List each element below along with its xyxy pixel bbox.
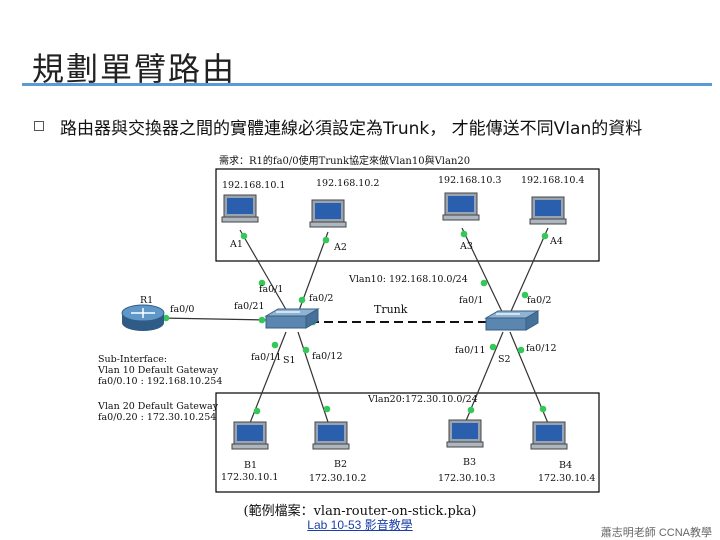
- pc-b1-icon[interactable]: [231, 421, 269, 450]
- sub-interface-line-2: fa0/0.10 : 192.168.10.254: [98, 376, 222, 387]
- host-a2-name: A2: [333, 242, 347, 253]
- link-s1-b2: [297, 331, 331, 429]
- pc-a4-icon[interactable]: [529, 196, 567, 225]
- s1-port-fa0-2: fa0/2: [309, 293, 333, 304]
- link-s1-b1: [247, 331, 287, 429]
- host-b4-ip: 172.30.10.4: [538, 473, 595, 484]
- router-icon[interactable]: [121, 304, 165, 331]
- pc-a3-icon[interactable]: [442, 192, 480, 221]
- s2-port-fa0-11: fa0/11: [455, 345, 486, 356]
- host-a3-name: A3: [459, 241, 473, 252]
- pc-b2-icon[interactable]: [312, 421, 350, 450]
- trunk-label: Trunk: [374, 303, 408, 316]
- example-file-caption: (範例檔案：vlan-router-on-stick.pka): [243, 504, 477, 519]
- host-b2-name: B2: [334, 459, 347, 470]
- sub-interface-line-3: Vlan 20 Default Gateway: [97, 401, 219, 412]
- host-b2-ip: 172.30.10.2: [309, 473, 366, 484]
- link-r1-s1: [159, 317, 269, 321]
- switch-s1-name: S1: [283, 355, 296, 366]
- s1-port-fa0-21: fa0/21: [234, 301, 265, 312]
- host-a4-ip: 192.168.10.4: [521, 175, 584, 186]
- host-b4-name: B4: [559, 460, 572, 471]
- router-name: R1: [140, 295, 153, 306]
- host-a3-ip: 192.168.10.3: [438, 175, 501, 186]
- host-b3-ip: 172.30.10.3: [438, 473, 495, 484]
- s1-port-fa0-11: fa0/11: [251, 352, 282, 363]
- pc-b4-icon[interactable]: [530, 421, 568, 450]
- links: [159, 227, 551, 429]
- switch-s1-icon[interactable]: [264, 308, 320, 329]
- pc-a2-icon[interactable]: [309, 199, 347, 228]
- switch-s2-icon[interactable]: [484, 310, 540, 331]
- link-a1-s1: [239, 229, 293, 321]
- vlan10-label: Vlan10: 192.168.10.0/24: [348, 274, 468, 285]
- host-a1-name: A1: [229, 239, 243, 250]
- host-a1-ip: 192.168.10.1: [222, 180, 285, 191]
- bullet-square-icon: [34, 121, 44, 131]
- s1-port-fa0-1: fa0/1: [259, 284, 283, 295]
- sub-interface-line-4: fa0/0.20 : 172.30.10.254: [98, 412, 216, 423]
- vlan20-area-box: [215, 392, 600, 493]
- slide-title: 規劃單臂路由: [32, 50, 237, 88]
- title-underline: [22, 83, 712, 86]
- host-a2-ip: 192.168.10.2: [316, 178, 379, 189]
- host-b3-name: B3: [463, 457, 476, 468]
- link-a4-s2: [507, 227, 549, 319]
- host-b1-ip: 172.30.10.1: [221, 472, 278, 483]
- s2-port-fa0-12: fa0/12: [526, 343, 557, 354]
- sub-interface-line-1: Vlan 10 Default Gateway: [97, 365, 219, 376]
- sub-interface-title: Sub-Interface:: [98, 354, 167, 365]
- lab-video-link[interactable]: Lab 10-53 影音教學: [307, 518, 413, 532]
- pc-b3-icon[interactable]: [446, 419, 484, 448]
- s2-port-fa0-1: fa0/1: [459, 295, 483, 306]
- requirement-label: 需求：R1的fa0/0使用Trunk協定來做Vlan10與Vlan20: [219, 154, 470, 167]
- vlan10-area-box: [215, 168, 600, 262]
- s2-port-fa0-2: fa0/2: [527, 295, 551, 306]
- host-a4-name: A4: [549, 236, 563, 247]
- pc-a1-icon[interactable]: [221, 194, 259, 223]
- bullet-text: 路由器與交換器之間的實體連線必須設定為Trunk， 才能傳送不同Vlan的資料: [60, 119, 643, 139]
- s1-port-fa0-12: fa0/12: [312, 351, 343, 362]
- router-port-label: fa0/0: [170, 304, 194, 315]
- footer-credit: 蕭志明老師 CCNA教學: [600, 527, 712, 539]
- host-b1-name: B1: [244, 460, 257, 471]
- vlan20-label: Vlan20:172.30.10.0/24: [367, 394, 478, 405]
- link-a3-s2: [461, 227, 506, 319]
- switch-s2-name: S2: [498, 354, 511, 365]
